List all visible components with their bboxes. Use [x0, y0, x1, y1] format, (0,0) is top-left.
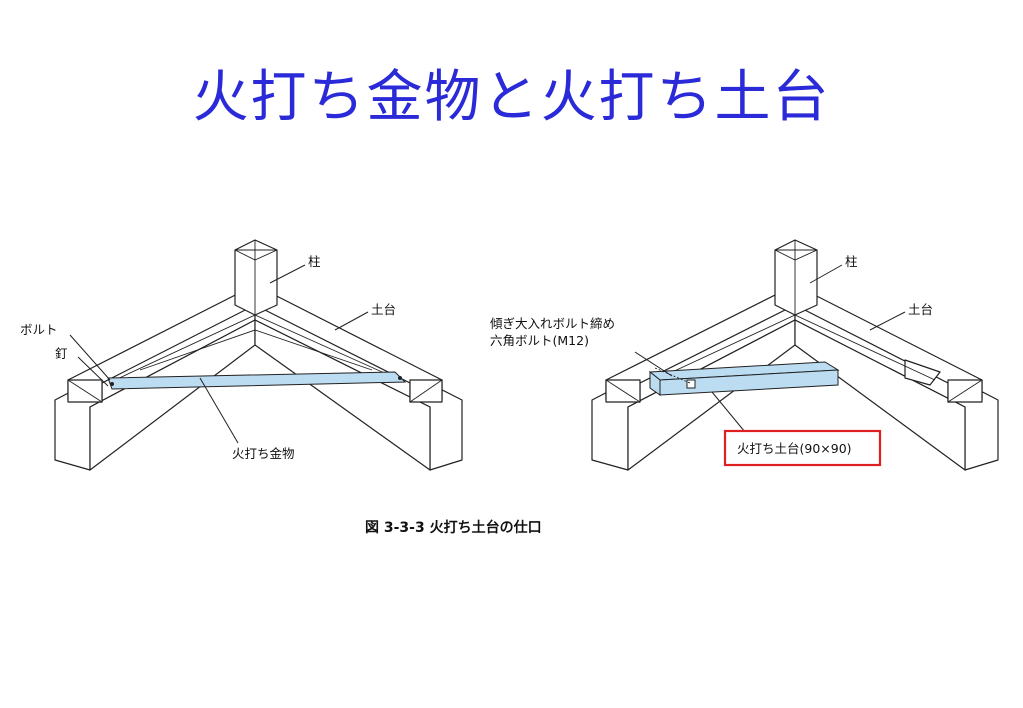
right-brace-callout: [723, 429, 882, 467]
left-pillar-label: 柱: [308, 254, 321, 269]
right-bolt-label-line2: 六角ボルト(M12): [490, 333, 589, 348]
right-sill-leader: [869, 311, 906, 331]
right-brace-leader: [711, 391, 746, 433]
left-nail-leader: [77, 356, 109, 387]
left-inner-edge-2: [139, 329, 373, 371]
right-bolt-head: [686, 379, 696, 389]
left-sill-end-right-diag: [409, 379, 443, 403]
right-brace-label: 火打ち土台(90×90): [737, 441, 852, 456]
right-sill-end-left-diag: [605, 379, 641, 403]
right-pillar-label: 柱: [845, 254, 858, 269]
left-bolt-dot: [110, 382, 114, 386]
left-pillar-leader: [269, 264, 306, 284]
left-metal-label: 火打ち金物: [232, 446, 295, 461]
right-pillar-leader: [809, 264, 843, 284]
left-bolt-leader: [69, 334, 111, 381]
slide-title: 火打ち金物と火打ち土台: [192, 65, 831, 130]
left-sill-leader: [334, 311, 369, 331]
right-sill-label: 土台: [908, 302, 933, 317]
right-bolt-leader: [634, 351, 673, 377]
left-bolt-dot-2: [398, 376, 402, 380]
right-pillar: [774, 239, 818, 316]
right-drawing: 柱 土台 傾ぎ大入れボルト締め 六角ボルト(M12) 火打ち土台(90×90): [490, 239, 999, 471]
left-sill-end-left-diag: [67, 379, 103, 403]
left-nail-label: 釘: [55, 346, 68, 361]
figure-caption: 図 3-3-3 火打ち土台の仕口: [365, 519, 542, 536]
left-sill-label: 土台: [371, 302, 396, 317]
left-pillar: [234, 239, 278, 316]
right-bolt-label-line1: 傾ぎ大入れボルト締め: [490, 316, 615, 331]
left-metal-leader: [199, 377, 239, 444]
right-sill-end-right-diag: [947, 379, 983, 403]
left-bolt-label: ボルト: [20, 322, 58, 337]
left-drawing: 柱 土台 ボルト 釘 火打ち金物: [20, 239, 463, 471]
right-hiuchi-sill-end: [649, 370, 661, 396]
